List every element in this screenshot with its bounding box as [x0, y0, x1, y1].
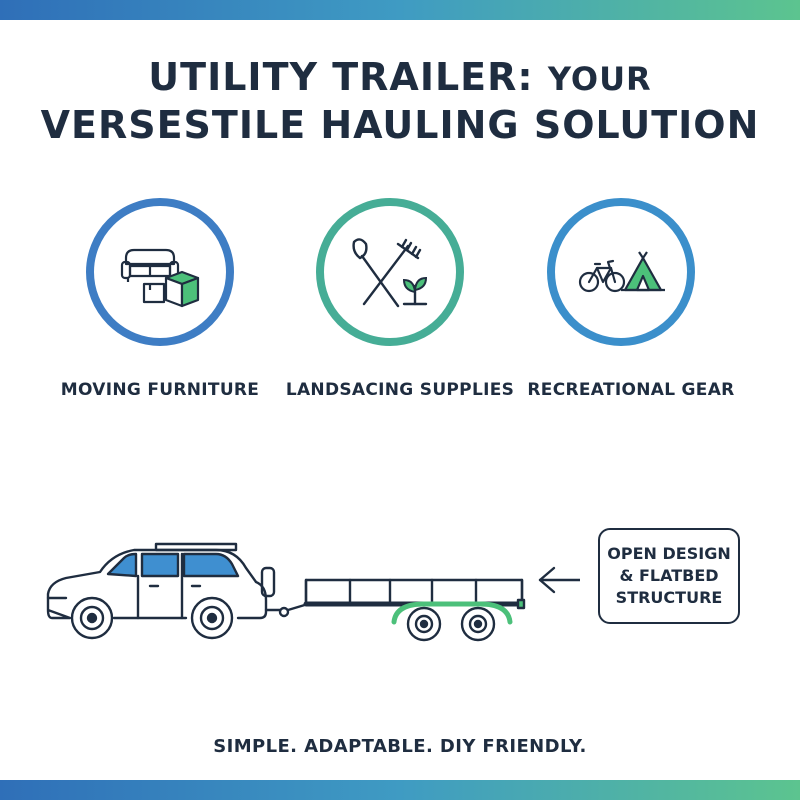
- title-part-a: UTILITY TRAILER:: [148, 55, 534, 99]
- tagline: SIMPLE. ADAPTABLE. DIY FRIENDLY.: [213, 736, 587, 757]
- open-design-callout: OPEN DESIGN & FLATBED STRUCTURE: [598, 528, 740, 624]
- bicycle-and-tent-icon: [578, 251, 665, 293]
- page-title-line2: VERSESTILE HAULING SOLUTION: [40, 103, 760, 147]
- bottom-gradient-band: [0, 780, 800, 800]
- trailer-icon: [264, 578, 526, 642]
- suv-icon: [46, 542, 276, 640]
- use-label-recreational-gear: RECREATIONAL GEAR: [527, 380, 735, 400]
- page-title-line1: UTILITY TRAILER: YOUR: [0, 55, 800, 99]
- recreational-gear-badge: [547, 198, 695, 346]
- landscaping-supplies-badge: [316, 198, 464, 346]
- title-part-b: YOUR: [547, 60, 652, 98]
- suv-towing-trailer-illustration: [46, 542, 580, 642]
- use-label-landscaping-supplies: LANDSACING SUPPLIES: [285, 380, 515, 400]
- shovel-rake-plant-icon: [352, 238, 428, 308]
- moving-furniture-badge: [86, 198, 234, 346]
- callout-line2: & FLATBED: [619, 566, 719, 585]
- callout-line3: STRUCTURE: [615, 588, 723, 607]
- sofa-and-boxes-icon: [120, 248, 200, 308]
- arrow-left-icon: [538, 566, 580, 594]
- callout-line1: OPEN DESIGN: [607, 544, 731, 563]
- use-label-moving-furniture: MOVING FURNITURE: [60, 380, 260, 400]
- top-gradient-band: [0, 0, 800, 20]
